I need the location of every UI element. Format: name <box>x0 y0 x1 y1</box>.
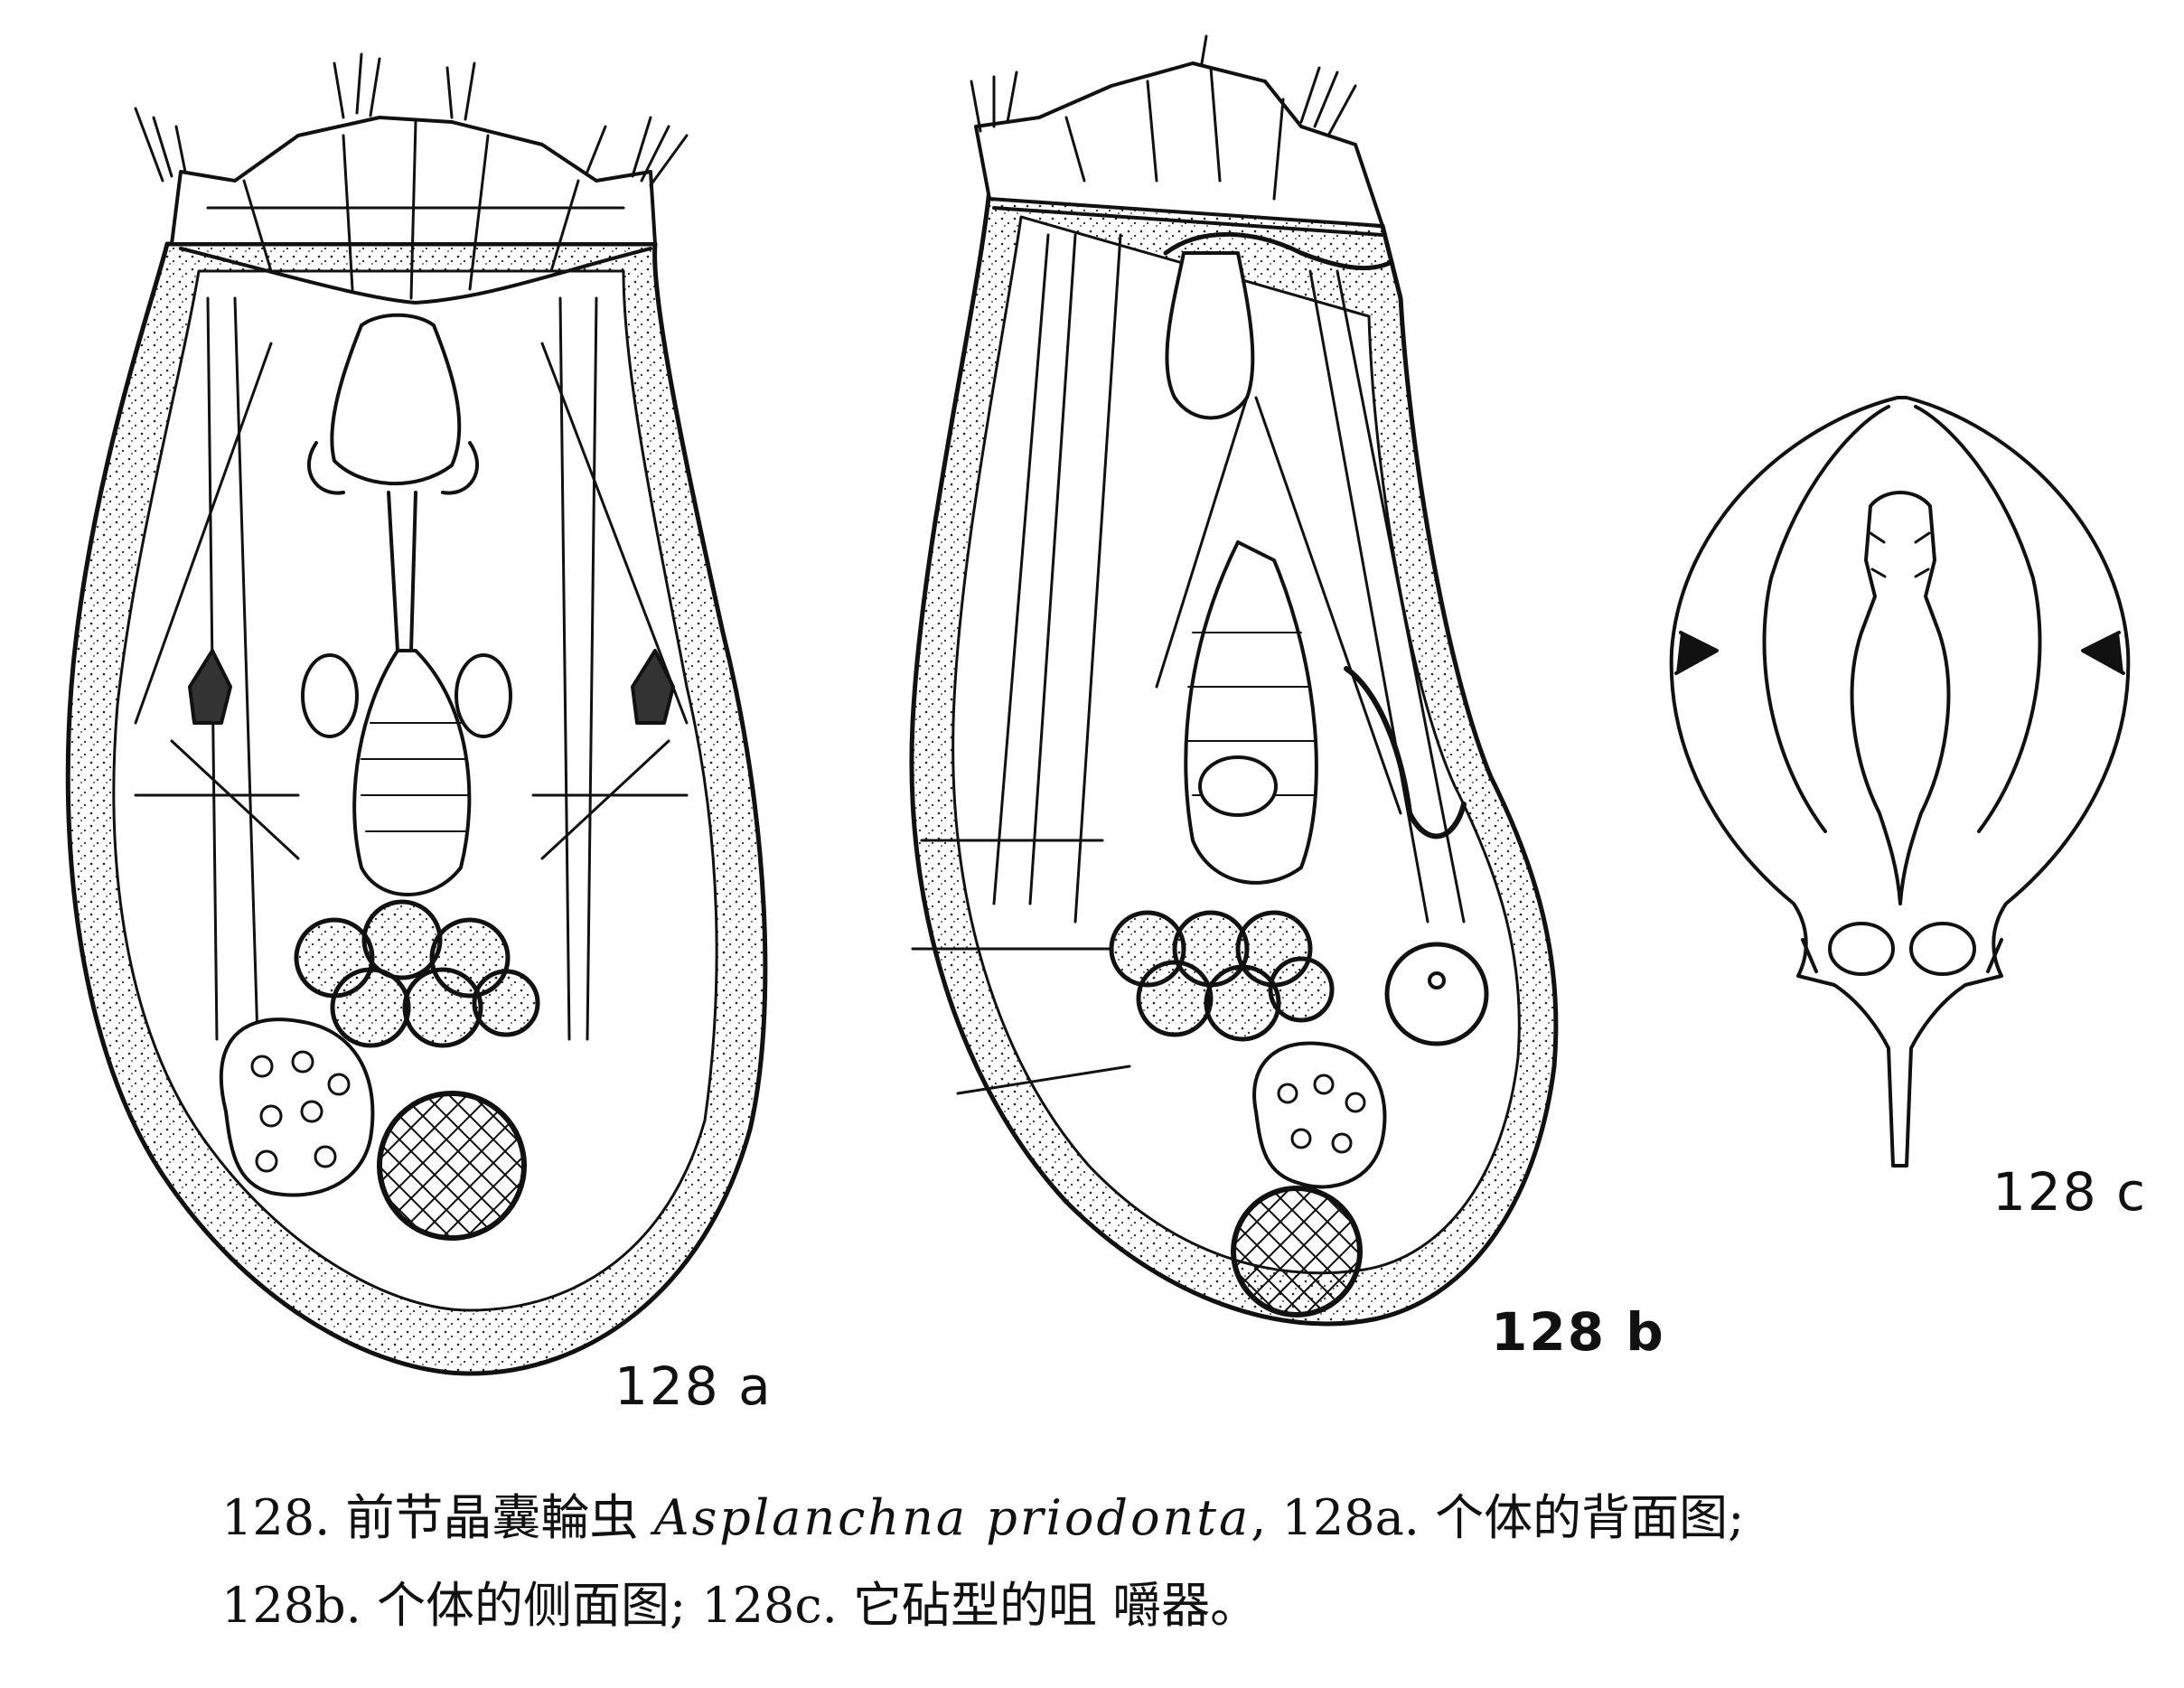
scientific-name: Asplanchna priodonta <box>653 1489 1251 1546</box>
drawing-128c-trophi <box>1669 396 2131 1168</box>
egg <box>1231 1186 1363 1318</box>
caption-suffix: , 128a. 个体的背面图; <box>1251 1489 1745 1546</box>
cilia <box>134 52 689 187</box>
gastric-gland-right <box>455 653 512 738</box>
caption-line-2: 128b. 个体的侧面图; 128c. 它砧型的咀 嚼器。 <box>221 1577 1260 1634</box>
ovary <box>1109 910 1335 1042</box>
embryo <box>219 1017 375 1197</box>
ovary <box>294 899 540 1048</box>
ramus <box>1850 491 1951 905</box>
mastax <box>330 313 462 486</box>
figure-label-128b: 128 b <box>1491 1301 1665 1363</box>
egg <box>377 1091 527 1241</box>
caption-line-1: 128. 前节晶囊輪虫 Asplanchna priodonta, 128a. … <box>221 1477 1744 1549</box>
gastric-gland <box>1198 755 1278 817</box>
drawing-128a-dorsal-view <box>65 52 768 1376</box>
caption-prefix: 128. 前节晶囊輪虫 <box>221 1489 654 1546</box>
stomach <box>352 649 472 896</box>
contractile-bladder <box>1384 942 1489 1046</box>
figure-label-128c: 128 c <box>1992 1161 2148 1223</box>
cilia <box>970 34 1357 137</box>
gastric-gland-left <box>301 653 359 738</box>
figure-label-128a: 128 a <box>614 1355 773 1417</box>
corona <box>974 61 1384 228</box>
mastax <box>1165 251 1255 420</box>
muscles <box>911 233 1466 1095</box>
drawing-128b-lateral-view <box>909 34 1559 1327</box>
embryo <box>1252 1041 1387 1189</box>
